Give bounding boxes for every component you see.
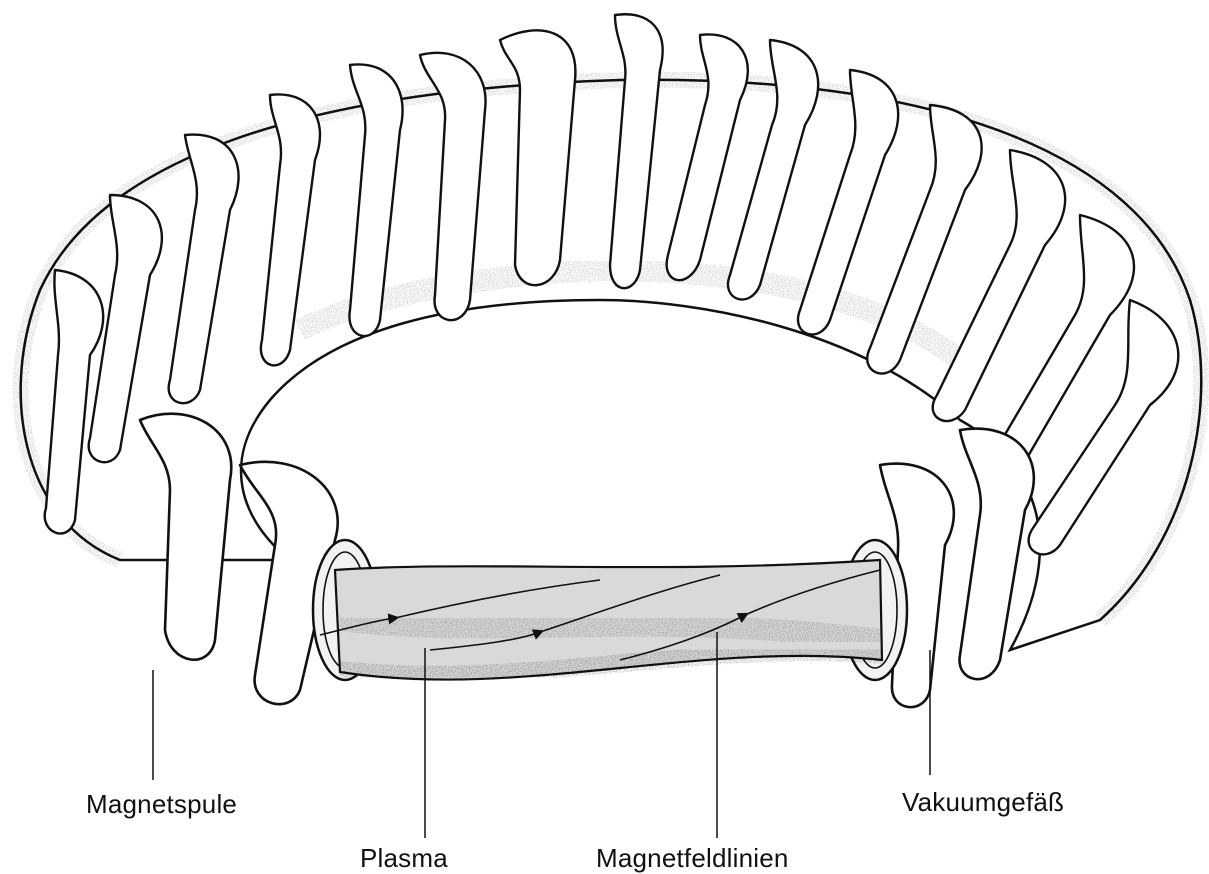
- plasma-tube: [335, 560, 882, 680]
- label-vacuum-vessel: Vakuumgefäß: [902, 787, 1064, 818]
- label-magnet-coil: Magnetspule: [86, 789, 237, 820]
- label-field-lines: Magnetfeldlinien: [596, 843, 789, 874]
- label-plasma: Plasma: [360, 843, 448, 874]
